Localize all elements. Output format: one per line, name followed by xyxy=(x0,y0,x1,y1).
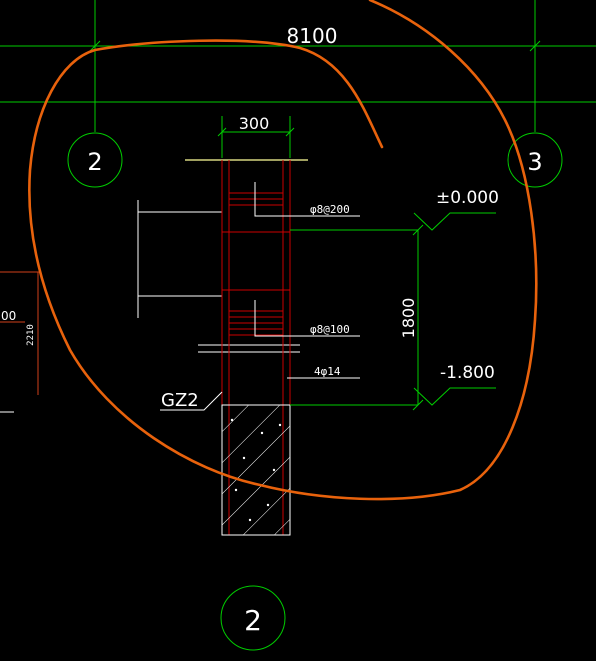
elevation-top-label: ±0.000 xyxy=(436,188,499,208)
side-dim-label: 00 xyxy=(1,309,16,323)
height-dimension-label: 1800 xyxy=(399,298,418,339)
section-bubble xyxy=(220,585,286,651)
width-dimension-label: 300 xyxy=(239,114,270,133)
longitudinal-bars-label: 4φ14 xyxy=(314,365,341,378)
elevation-bottom-label: -1.800 xyxy=(440,363,495,383)
section-number: 2 xyxy=(244,604,262,637)
concrete-dots xyxy=(230,418,282,522)
stirrup-bottom-label: φ8@100 xyxy=(310,323,350,336)
side-dimension-left xyxy=(0,271,40,395)
span-dimension: 8100 xyxy=(287,24,338,48)
foundation-hatch xyxy=(221,404,291,536)
dim-tick-left xyxy=(89,40,101,52)
stirrup-top-label: φ8@200 xyxy=(310,203,350,216)
axis-bubble-right xyxy=(507,132,563,188)
markup-cloud xyxy=(28,0,538,501)
axis-label-right: 3 xyxy=(527,148,542,176)
axis-bubble-left xyxy=(67,132,123,188)
side-dim-vertical-label: 2210 xyxy=(26,324,36,346)
elevation-dimension xyxy=(290,212,496,411)
axis-label-left: 2 xyxy=(87,148,102,176)
width-dimension xyxy=(217,116,295,158)
rebar-leaders xyxy=(160,182,360,411)
dim-tick-right xyxy=(529,40,541,52)
column-tag: GZ2 xyxy=(161,390,199,411)
